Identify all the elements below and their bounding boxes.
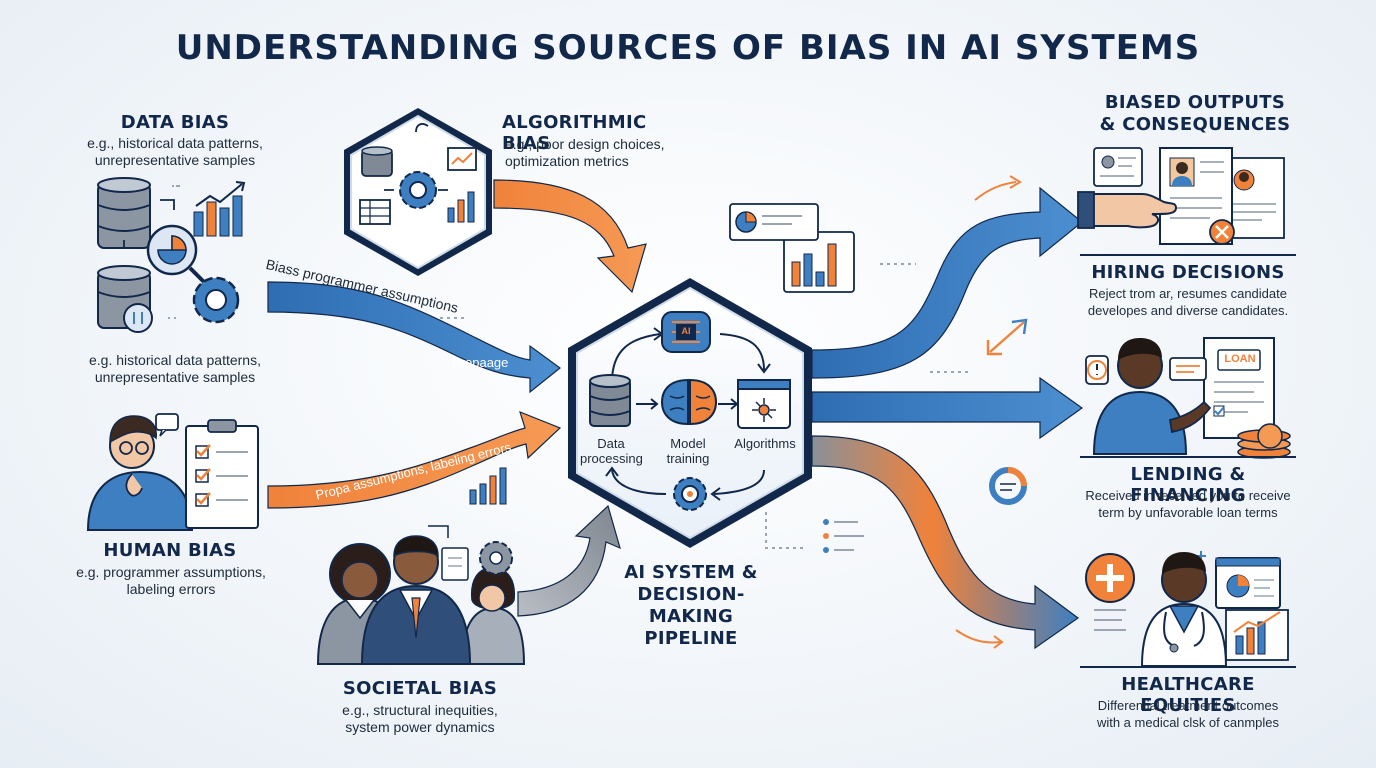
lending-output-arrow — [811, 376, 1084, 440]
data-bias-desc-top-line2: unrepresentative samples — [94, 152, 256, 168]
gear-icon — [673, 477, 707, 511]
pipeline-step-algorithms: Algorithms — [734, 436, 796, 451]
pipeline-step-model-training: Model training — [656, 436, 720, 466]
hiring-heading: HIRING DECISIONS — [1091, 262, 1285, 283]
healthcare-output-arrow — [811, 435, 1080, 650]
pipeline-caption: AI SYSTEM & DECISION-MAKING PIPELINE — [596, 562, 786, 650]
societal-bias-illustration — [316, 525, 526, 665]
propagate-label: Propaage — [452, 355, 509, 370]
floating-chart-card — [729, 203, 855, 293]
data-bias-desc-top: e.g., historical data patterns, unrepres… — [60, 135, 290, 169]
societal-bias-heading: SOCIETAL BIAS — [342, 678, 498, 699]
societal-bias-desc-line1: e.g., structural inequities, — [342, 702, 498, 718]
healthcare-heading: HEALTHCARE EQUITIES — [1121, 674, 1255, 716]
outcomes-header: BIASED OUTPUTS & CONSEQUENCES — [1090, 92, 1300, 136]
data-bias-flow-arrow — [267, 281, 561, 394]
page-title: UNDERSTANDING SOURCES OF BIAS IN AI SYST… — [175, 28, 1201, 68]
human-bias-desc-line2: labeling errors — [126, 581, 216, 597]
healthcare-desc-line2: with a medical clsk of canmples — [1096, 715, 1280, 730]
human-bias-desc: e.g. programmer assumptions, labeling er… — [56, 564, 286, 598]
step1-line1: Data — [597, 436, 625, 451]
lending-illustration — [1085, 337, 1291, 459]
pipeline-caption-line2: DECISION-MAKING — [637, 584, 745, 627]
algorithmic-bias-flow-arrow — [493, 179, 647, 294]
healthcare-illustration — [1085, 551, 1289, 667]
database-icon — [589, 374, 631, 427]
lending-divider — [1080, 456, 1296, 458]
step2-line2: training — [666, 451, 710, 466]
lending-desc-line2: term by unfavorable loan terms — [1098, 505, 1278, 520]
healthcare-divider — [1080, 666, 1296, 668]
human-bias-flow-arrow — [267, 410, 562, 509]
loan-tag: LOAN — [1224, 353, 1256, 365]
algorithmic-bias-desc-line2: optimization metrics — [505, 153, 629, 169]
lending-heading: LENDING & FINANCING — [1130, 464, 1246, 506]
data-bias-desc-top-line1: e.g., historical data patterns, — [87, 135, 263, 151]
healthcare-desc: Differential treatment outcomes with a m… — [1072, 697, 1304, 731]
data-bias-desc-bottom-line1: e.g. historical data patterns, — [89, 352, 261, 368]
human-bias-desc-line1: e.g. programmer assumptions, — [76, 564, 266, 580]
healthcare-desc-line1: Differential treatment outcomes — [1097, 698, 1279, 713]
lending-desc: Received in received you to receive term… — [1072, 487, 1304, 521]
pipeline-caption-line3: PIPELINE — [644, 628, 738, 649]
step2-line1: Model — [670, 436, 706, 451]
algorithmic-bias-desc: e.g., poor design choices, optimization … — [505, 136, 705, 170]
algorithm-window-icon — [737, 379, 791, 429]
list-dots-icon — [823, 519, 864, 553]
ai-chip-icon — [661, 311, 711, 353]
human-bias-illustration — [86, 413, 259, 531]
societal-bias-desc: e.g., structural inequities, system powe… — [310, 702, 530, 736]
algorithmic-bias-hexagon — [344, 108, 492, 276]
brain-icon — [660, 378, 718, 426]
data-bias-heading: DATA BIAS — [120, 112, 230, 133]
pipeline-caption-line1: AI SYSTEM & — [624, 562, 758, 583]
step1-line2: processing — [580, 451, 643, 466]
small-bar-chart-icon — [469, 467, 507, 505]
hiring-illustration — [1077, 147, 1285, 245]
lending-desc-line1: Received in received you to receive — [1085, 488, 1291, 503]
algorithmic-bias-desc-line1: e.g., poor design choices, — [505, 136, 665, 152]
donut-icon — [989, 467, 1027, 505]
hiring-divider — [1080, 254, 1296, 256]
human-bias-heading: HUMAN BIAS — [103, 540, 237, 561]
hiring-output-arrow — [811, 186, 1083, 379]
trend-arrow-icon — [989, 321, 1025, 353]
outcomes-header-line1: BIASED OUTPUTS — [1104, 92, 1286, 113]
societal-bias-desc-line2: system power dynamics — [345, 719, 495, 735]
ai-chip-label: AI — [681, 326, 691, 336]
data-bias-desc-bottom-line2: unrepresentative samples — [94, 369, 256, 385]
outcomes-header-line2: & CONSEQUENCES — [1099, 114, 1291, 135]
hiring-desc: Reject trom ar, resumes candidate develo… — [1072, 285, 1304, 319]
pipeline-step-data-processing: Data processing — [580, 436, 643, 466]
data-bias-illustration — [97, 177, 246, 333]
hiring-desc-line2: developes and diverse candidates. — [1087, 303, 1289, 318]
societal-bias-flow-arrow — [517, 504, 621, 617]
algorithmic-bias-heading: ALGORITHMIC BIAS — [502, 112, 647, 154]
data-bias-desc-bottom: e.g. historical data patterns, unreprese… — [60, 352, 290, 386]
hiring-desc-line1: Reject trom ar, resumes candidate — [1089, 286, 1287, 301]
